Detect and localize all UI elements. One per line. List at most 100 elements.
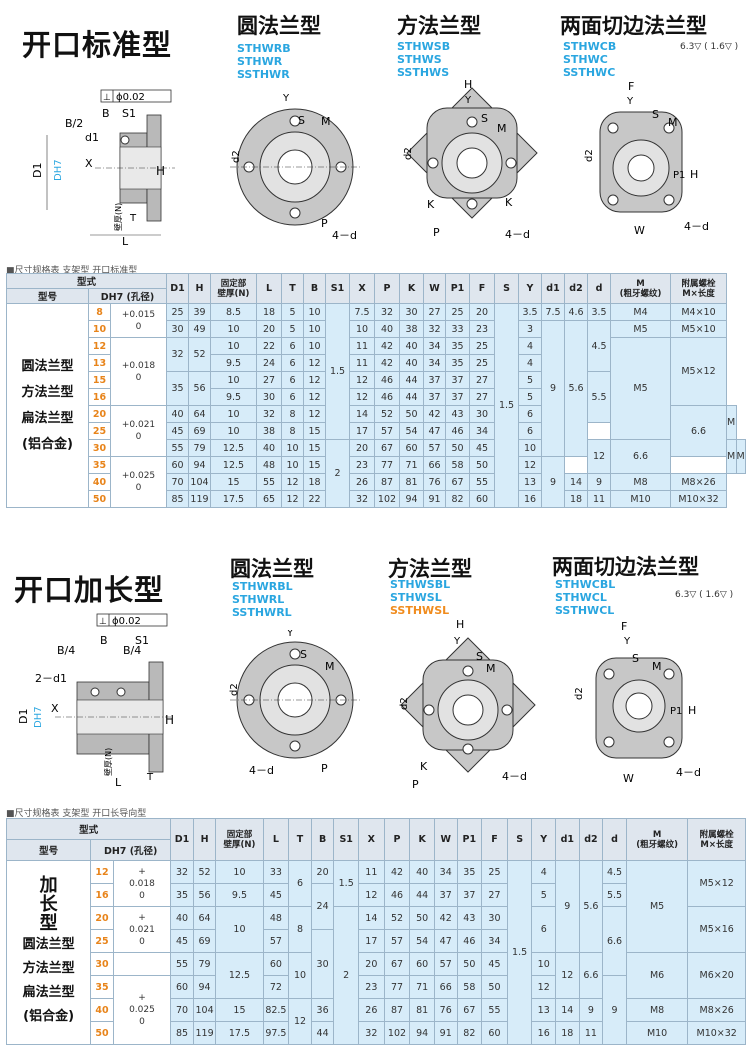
w-label: W (634, 224, 645, 237)
y-label: Y (282, 93, 290, 104)
t-label: T (129, 213, 137, 224)
s-label: S (476, 650, 483, 663)
perp-label: ⊥ (103, 93, 111, 103)
round-flange-long-codes: STHWRBL STHWRL SSTHWRL (232, 580, 293, 619)
x-label: X (85, 157, 93, 170)
round-flange-title: 圆法兰型 (237, 14, 321, 38)
d2-label: d2 (229, 683, 240, 696)
p-label: P (321, 762, 328, 775)
b4-label: B/4 (57, 644, 75, 657)
square-flange-long-drawing: H Y S M d2 K P 4－d (399, 618, 536, 791)
m-label: M (325, 660, 335, 673)
s-label: S (298, 114, 305, 127)
perp-label: ⊥ (99, 617, 107, 627)
phi-label: ϕ0.02 (116, 92, 145, 103)
four-d-label: 4－d (684, 220, 709, 233)
cut-flange-title: 两面切边法兰型 (560, 14, 707, 38)
section2-title: 开口加长型 (14, 573, 165, 607)
four-d-label: 4－d (505, 228, 530, 241)
k-label: K (420, 760, 428, 773)
w-label: W (623, 772, 634, 785)
d1-dim-label: D1 (31, 163, 44, 178)
h-label: H (688, 704, 696, 717)
h-label: H (464, 78, 472, 91)
square-flange-long-codes: STHWSBL STHWSL SSTHWSL (390, 578, 451, 617)
t-label: T (146, 772, 154, 783)
b2-label: B/2 (65, 117, 83, 130)
roughness-symbol-2: 6.3▽ ( 1.6▽ ) (675, 590, 734, 600)
h-label: H (165, 713, 174, 727)
d2-label: d2 (399, 697, 410, 710)
f-label: F (628, 80, 634, 93)
dh7-label: DH7 (53, 159, 64, 181)
k-label: K (427, 198, 435, 211)
b-label: B (100, 634, 108, 647)
cut-flange-drawing: F Y S M d2 P1 H W 4－d (584, 80, 709, 237)
p1-label: P1 (673, 170, 685, 181)
h-label: H (690, 168, 698, 181)
dh7-label: DH7 (33, 706, 44, 728)
d1-dim-label: D1 (17, 709, 30, 724)
table1-caption: ■尺寸规格表 支架型 开口标准型 (6, 266, 138, 276)
cut-flange-long-title: 两面切边法兰型 (552, 555, 699, 579)
y-label: Y (453, 636, 461, 647)
y-label: Y (464, 95, 472, 106)
spec-table-standard: 型式 D1 H 固定部 壁厚(N) L T B S1 X P K W P1 F … (6, 273, 746, 508)
s-label: S (632, 652, 639, 665)
two-d1-label: 2－d1 (35, 672, 67, 685)
wall-label: 壁厚(N) (103, 748, 113, 776)
y-label: Y (626, 96, 634, 107)
d2-label: d2 (574, 687, 585, 700)
l-label: L (115, 776, 122, 789)
square-flange-title: 方法兰型 (397, 14, 481, 38)
four-d-label: 4－d (249, 764, 274, 777)
p1-label: P1 (670, 706, 682, 717)
square-flange-long-title: 方法兰型 (388, 557, 472, 581)
m-label: M (497, 122, 507, 135)
cut-flange-long-drawing: F Y S M d2 P1 H W 4－d (574, 620, 701, 785)
square-flange-codes: STHWSB STHWS SSTHWS (397, 40, 451, 79)
roughness-symbol: 6.3▽ ( 1.6▽ ) (680, 42, 739, 52)
model-name-cell-long: 加 长 型 圆法兰型 方法兰型 扁法兰型 (铝合金) (5, 860, 92, 1045)
m-label: M (668, 116, 678, 129)
p-label: P (433, 226, 440, 239)
b4-label-right: B/4 (123, 644, 141, 657)
spec-table-long: 型式 D1 H 固定部 壁厚(N) L T B S1 X P K W P1 F … (5, 818, 746, 1045)
p-label: P (412, 778, 419, 791)
b-label: B (102, 107, 110, 120)
round-flange-codes: STHWRB STHWR SSTHWR (237, 42, 291, 81)
d2-label: d2 (231, 150, 242, 163)
round-flange-long-drawing: Y S M d2 P 4－d (229, 630, 360, 777)
d2-label: d2 (403, 147, 414, 160)
y-label: Y (623, 636, 631, 647)
y-label: Y (286, 630, 294, 639)
s-label: S (652, 108, 659, 121)
p-label: P (321, 217, 328, 230)
m-label: M (652, 660, 662, 673)
four-d-label: 4－d (332, 229, 357, 242)
table2-caption: ■尺寸规格表 支架型 开口长导向型 (6, 809, 147, 819)
d1-label: d1 (85, 131, 99, 144)
four-d-label: 4－d (676, 766, 701, 779)
x-label: X (51, 702, 59, 715)
f-label: F (621, 620, 627, 633)
side-view-drawing: ⊥ ϕ0.02 B/2 B S1 d1 X D1 DH7 H 壁厚(N) T L (31, 89, 175, 248)
cut-flange-codes: STHWCB STHWC SSTHWC (563, 40, 617, 79)
model-name-cell: 圆法兰型 方法兰型 扁法兰型 (铝合金) (6, 303, 89, 508)
m-label: M (486, 662, 496, 675)
l-label: L (122, 235, 129, 248)
k-label-right: K (505, 196, 513, 209)
s1-label: S1 (122, 107, 136, 120)
cut-flange-long-codes: STHWCBL STHWCL SSTHWCL (555, 578, 616, 617)
phi-label: ϕ0.02 (112, 616, 141, 627)
s-label: S (481, 112, 488, 125)
d2-label: d2 (584, 149, 595, 162)
h-label: H (456, 618, 464, 631)
side-view-long-drawing: ⊥ ϕ0.02 B/4 B B/4 S1 2－d1 X D1 DH7 H 壁厚(… (17, 613, 174, 789)
wall-label: 壁厚(N) (113, 203, 123, 231)
four-d-label: 4－d (502, 770, 527, 783)
round-flange-drawing: Y S M d2 P 4－d (230, 93, 360, 242)
s1-label: S1 (135, 634, 149, 647)
h-label: H (156, 164, 165, 178)
square-flange-drawing: H Y S M d2 K K P 4－d (403, 78, 538, 241)
